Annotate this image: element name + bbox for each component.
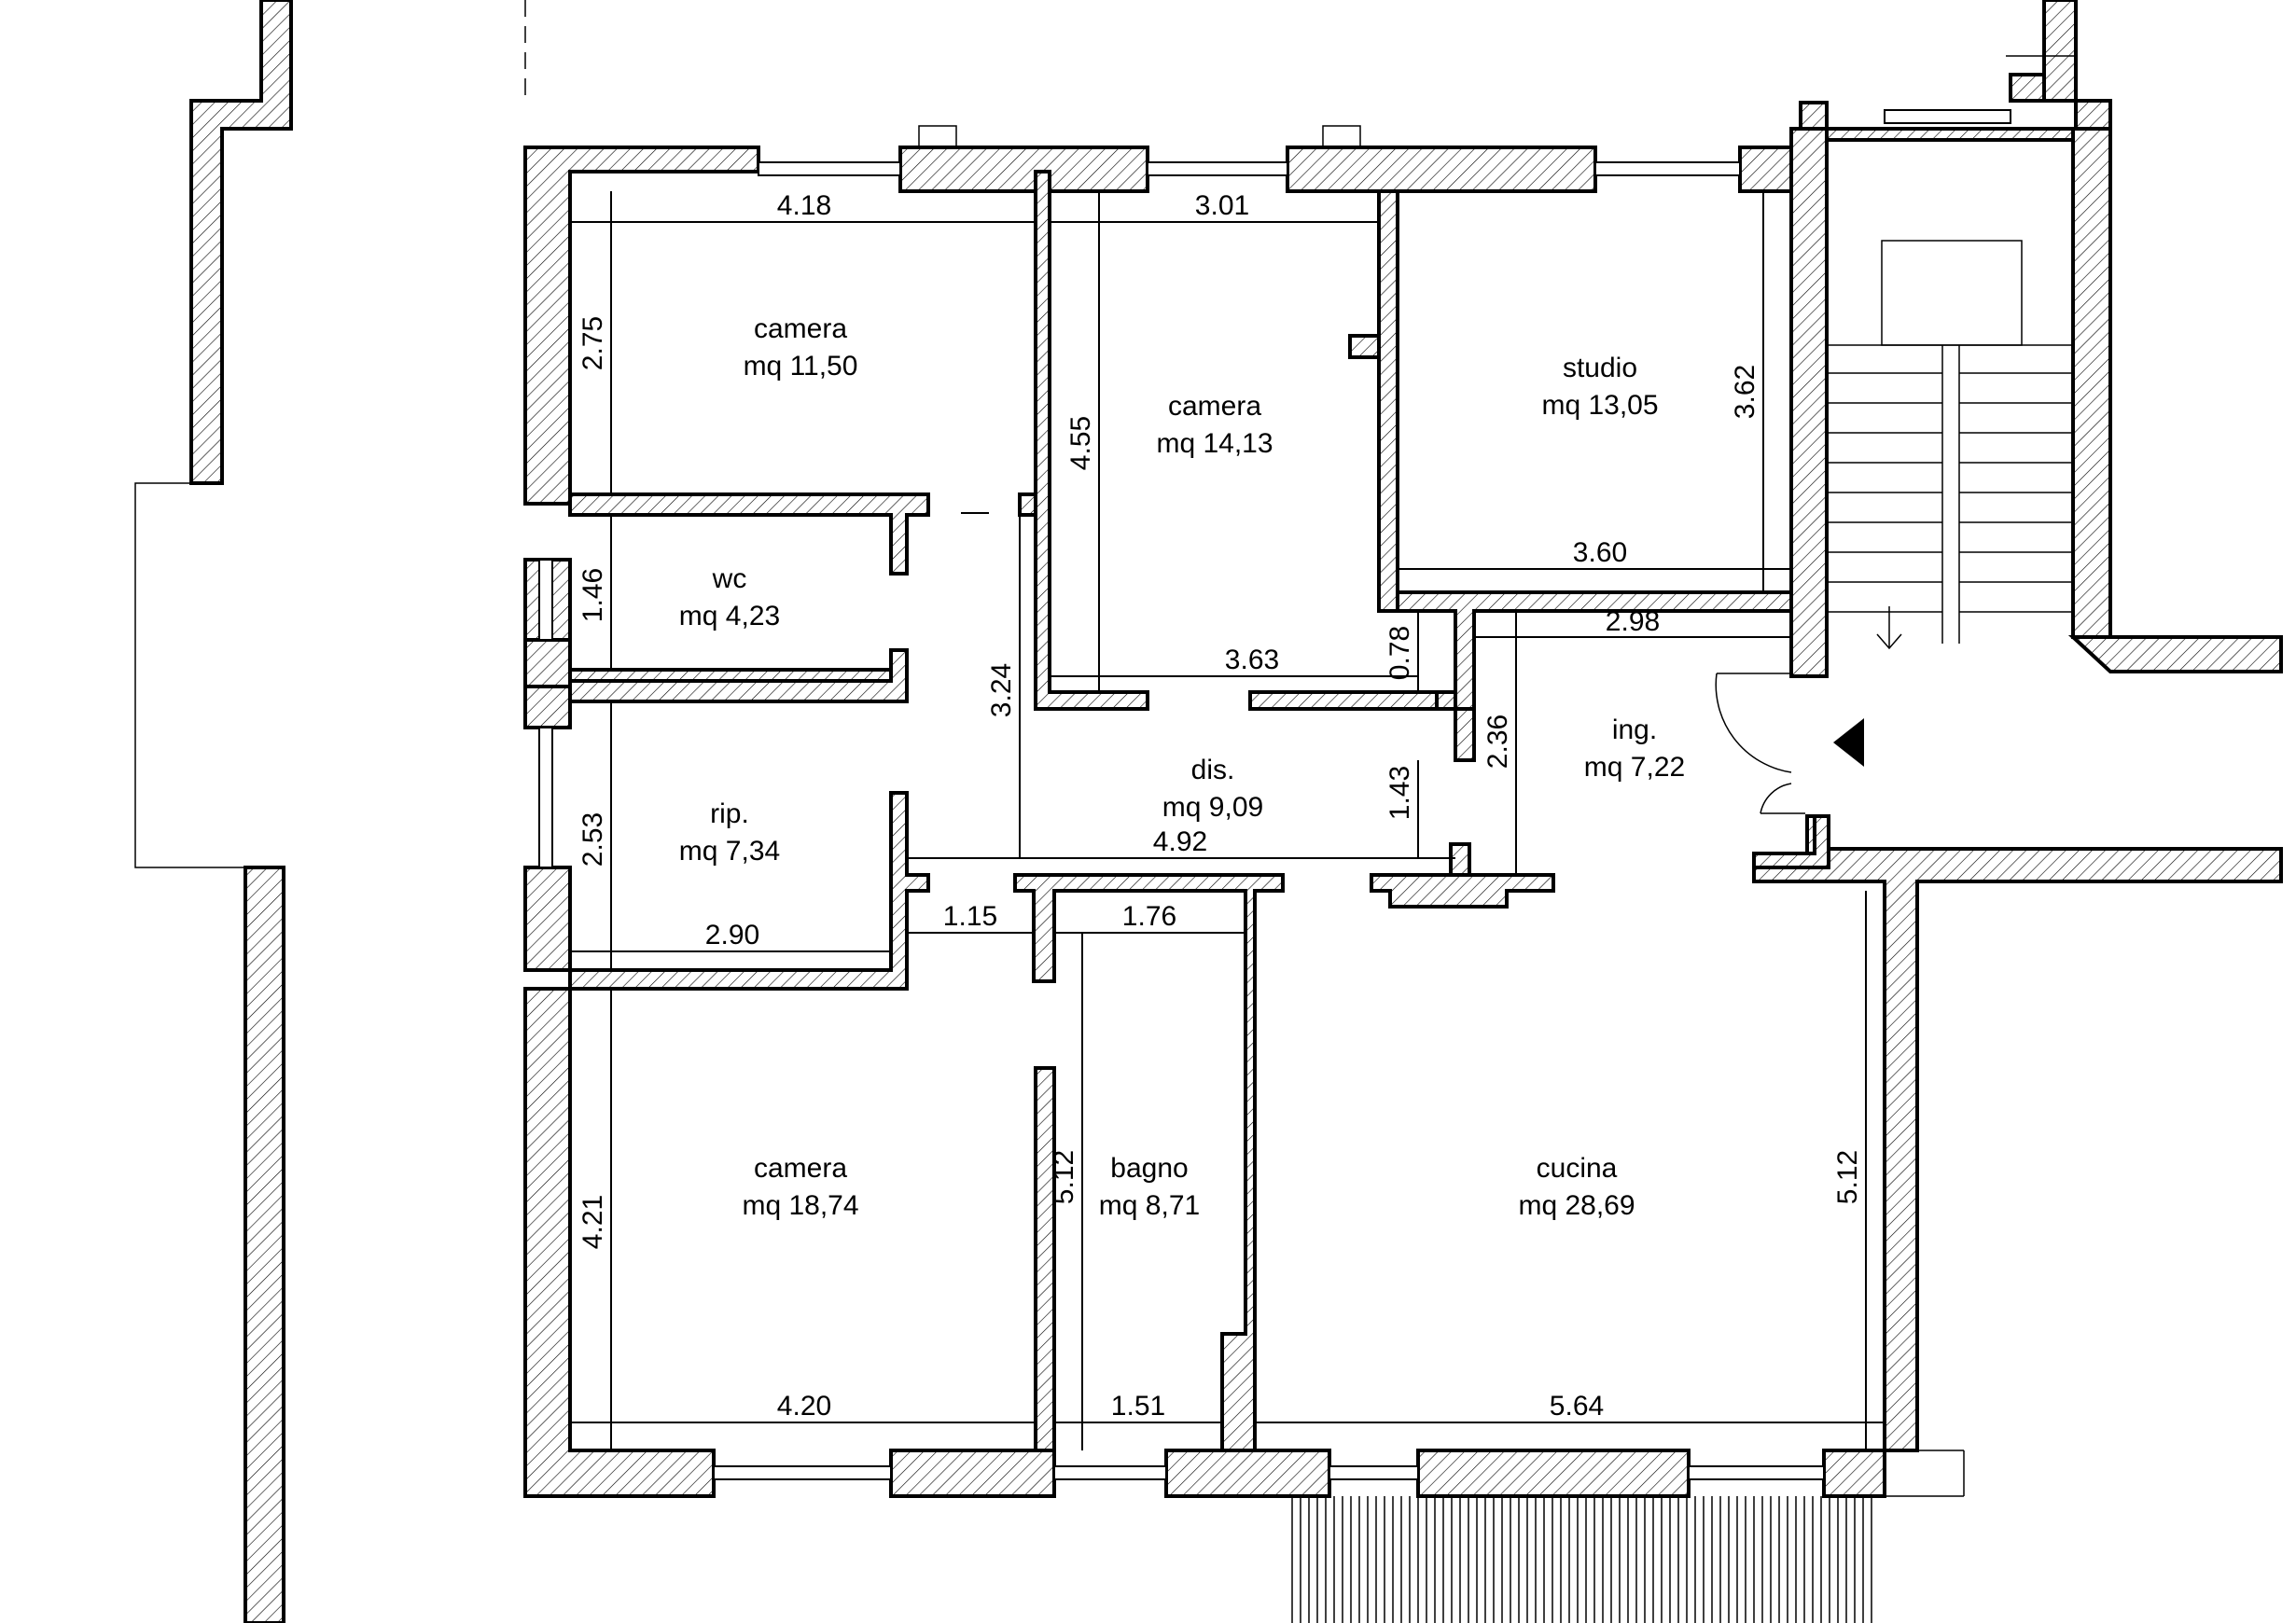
room-name: cucina (1537, 1153, 1618, 1184)
room-area: mq 14,13 (1156, 428, 1273, 459)
dim-2-90: 2.90 (705, 920, 759, 950)
room-name: dis. (1191, 755, 1235, 785)
terrace-railing (1291, 1496, 1872, 1623)
window-bottom-4 (1688, 1465, 1825, 1480)
room-area: mq 28,69 (1518, 1190, 1635, 1221)
window-top-4 (1884, 109, 2011, 124)
dim-3-01: 3.01 (1195, 190, 1249, 221)
staircase (1826, 240, 2073, 676)
dim-2-53: 2.53 (577, 812, 608, 867)
room-labels: camera mq 11,50 camera mq 14,13 studio m… (679, 313, 1685, 1221)
room-name: bagno (1110, 1153, 1188, 1184)
stair-landing (1881, 240, 2023, 346)
room-dis: dis. mq 9,09 (1162, 755, 1263, 823)
dim-1-51: 1.51 (1111, 1391, 1165, 1422)
room-area: mq 8,71 (1099, 1190, 1200, 1221)
dim-1-15: 1.15 (943, 901, 997, 932)
interior-walls (568, 170, 1830, 1452)
room-cucina: cucina mq 28,69 (1518, 1153, 1635, 1221)
dim-2-75: 2.75 (577, 316, 608, 370)
dim-2-36: 2.36 (1482, 714, 1513, 769)
neighbour-building-top-right (2006, 0, 2112, 132)
room-name: ing. (1612, 714, 1657, 745)
room-name: wc (712, 563, 747, 594)
room-camera-2: camera mq 14,13 (1156, 391, 1273, 459)
room-area: mq 4,23 (679, 601, 780, 631)
window-bottom-1 (713, 1465, 892, 1480)
entrance-arrow-icon (1833, 718, 1864, 767)
dim-1-43: 1.43 (1385, 766, 1415, 820)
dim-3-60: 3.60 (1573, 537, 1627, 568)
window-top-2 (1147, 161, 1288, 176)
window-left-2 (538, 727, 553, 868)
dimension-lines (570, 191, 1885, 1450)
dim-4-55: 4.55 (1065, 416, 1096, 470)
dim-4-18: 4.18 (777, 190, 831, 221)
windows (538, 109, 2011, 1480)
dim-1-76: 1.76 (1122, 901, 1176, 932)
chimney-1 (918, 125, 957, 148)
dimension-labels: 4.18 3.01 2.75 4.55 3.62 3.60 1.46 2.98 … (577, 190, 1863, 1422)
room-camera-3: camera mq 18,74 (742, 1153, 858, 1221)
room-area: mq 13,05 (1541, 390, 1658, 421)
dim-5-12-cucina: 5.12 (1832, 1150, 1863, 1204)
neighbour-building-left (134, 0, 526, 1623)
room-bagno: bagno mq 8,71 (1099, 1153, 1200, 1221)
room-wc: wc mq 4,23 (679, 563, 780, 631)
dim-4-20: 4.20 (777, 1391, 831, 1422)
dim-5-64: 5.64 (1550, 1391, 1604, 1422)
room-name: camera (754, 1153, 847, 1184)
room-ing: ing. mq 7,22 (1584, 714, 1685, 783)
room-name: studio (1563, 353, 1637, 383)
dim-3-63: 3.63 (1225, 645, 1279, 675)
dim-3-62: 3.62 (1730, 365, 1760, 419)
outer-walls (523, 101, 2283, 1498)
room-area: mq 11,50 (744, 351, 858, 381)
window-bottom-2 (1053, 1465, 1167, 1480)
dim-3-24: 3.24 (986, 663, 1017, 717)
room-area: mq 7,34 (679, 836, 780, 867)
dim-4-21: 4.21 (577, 1195, 608, 1249)
chimney-2 (1322, 125, 1361, 148)
room-rip: rip. mq 7,34 (679, 798, 780, 867)
room-studio: studio mq 13,05 (1541, 353, 1658, 421)
room-name: camera (754, 313, 847, 344)
entrance-door (1715, 673, 1864, 814)
room-area: mq 18,74 (742, 1190, 858, 1221)
dim-5-12-bagno: 5.12 (1049, 1150, 1079, 1204)
room-name: camera (1168, 391, 1261, 422)
room-camera-1: camera mq 11,50 (744, 313, 858, 381)
dim-0-78: 0.78 (1385, 626, 1415, 680)
dim-2-98: 2.98 (1606, 606, 1660, 637)
window-top-3 (1594, 161, 1741, 176)
window-left-1 (538, 559, 553, 641)
room-area: mq 7,22 (1584, 752, 1685, 783)
dim-1-46: 1.46 (577, 568, 608, 622)
room-area: mq 9,09 (1162, 792, 1263, 823)
window-top-1 (758, 161, 901, 176)
room-name: rip. (710, 798, 749, 829)
dim-4-92: 4.92 (1153, 826, 1207, 857)
window-bottom-3 (1329, 1465, 1419, 1480)
